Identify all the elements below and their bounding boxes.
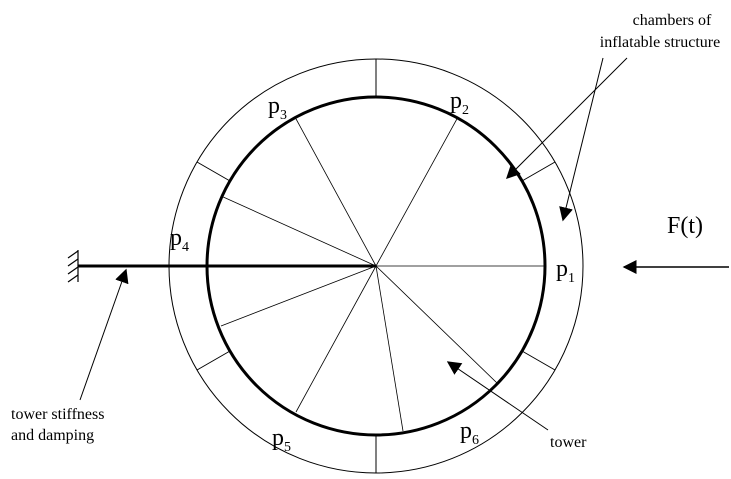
- stiffness-label-line1: tower stiffness: [11, 406, 104, 423]
- tower-label: tower: [550, 434, 587, 451]
- chambers-label-line1: chambers of: [633, 12, 712, 29]
- tower-spoke: [220, 265, 377, 327]
- tower-spoke: [294, 116, 377, 267]
- pressure-label-p4: p4: [170, 225, 189, 255]
- chamber-divider: [521, 350, 556, 371]
- stiffness-label-line2: and damping: [11, 427, 94, 444]
- tower-spoke: [220, 195, 377, 267]
- tower-spoke: [375, 265, 498, 384]
- tower-spoke: [295, 265, 377, 413]
- ground-support-icon: [67, 250, 79, 283]
- tower-spokes: [220, 116, 546, 432]
- force-label: F(t): [667, 213, 703, 239]
- chamber-divider: [196, 161, 231, 182]
- pressure-label-p6: p6: [460, 418, 479, 448]
- pressure-label-p3: p3: [268, 93, 287, 123]
- chambers-label-line2: inflatable structure: [600, 34, 720, 51]
- chambers-pointer-arrow: [559, 57, 604, 222]
- pressure-label-p2: p2: [450, 88, 469, 118]
- chamber-divider: [521, 161, 556, 182]
- tower-pointer-arrow: [446, 361, 549, 431]
- pressure-label-p5: p5: [272, 425, 291, 455]
- stiffness-pointer-arrow: [79, 268, 129, 401]
- tower-spoke: [375, 116, 459, 267]
- tower-spoke: [375, 265, 404, 432]
- chamber-dividers: [196, 59, 556, 473]
- pressure-label-p1: p1: [556, 256, 575, 286]
- chamber-divider: [196, 350, 231, 371]
- chambers-pointer-arrow: [506, 57, 628, 179]
